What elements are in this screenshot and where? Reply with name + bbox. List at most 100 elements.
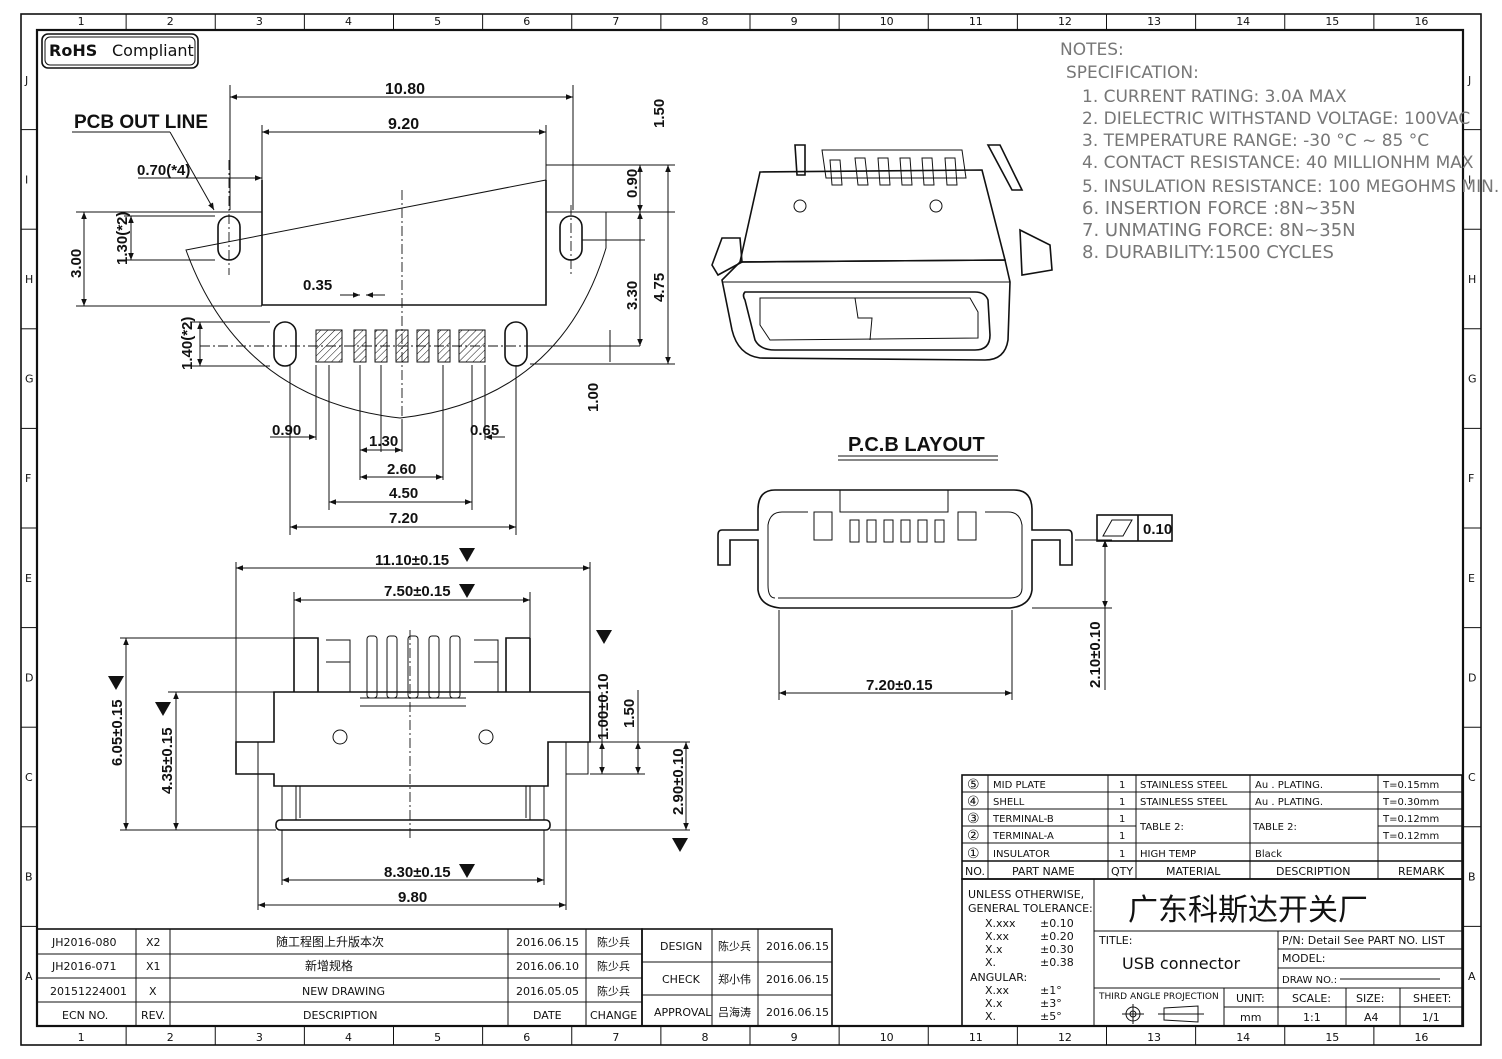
bom-material-table: TABLE 2:	[1139, 822, 1184, 833]
dim-label: 1.30	[369, 433, 398, 450]
bom-part: SHELL	[993, 797, 1025, 808]
bom-no: ③	[967, 811, 980, 827]
flatness-callout: 0.10	[1096, 514, 1173, 542]
rev-code: X1	[146, 960, 161, 973]
bom-header-no: NO.	[965, 865, 985, 878]
tolerance-key: X.	[985, 1010, 996, 1023]
bom-material: STAINLESS STEEL	[1140, 780, 1228, 791]
bom-header-qty: QTY	[1111, 865, 1133, 878]
unit-value: mm	[1240, 1011, 1261, 1024]
column-zone-ticks: 1122334455667788991010111112121313141415…	[78, 14, 1428, 1045]
column-zone-label: 4	[345, 1031, 352, 1044]
column-zone-label: 6	[523, 1031, 530, 1044]
approval-name: 吕海涛	[718, 1005, 751, 1019]
company-name: 广东科斯达开关厂	[1128, 893, 1368, 928]
column-zone-label: 16	[1414, 15, 1428, 28]
tolerance-value: ±3°	[1040, 997, 1062, 1010]
column-zone-label: 2	[167, 15, 174, 28]
dim-label: 1.40(*2)	[179, 317, 196, 370]
row-zone-label: J	[1467, 74, 1471, 87]
size-label: SIZE:	[1356, 992, 1384, 1005]
drawing-border: 1122334455667788991010111112121313141415…	[20, 13, 1482, 1046]
bom-part: INSULATOR	[993, 849, 1050, 860]
pcb-layout-view: P.C.B LAYOUT 7.20±0.15 2.10±0.10 0.10	[717, 434, 1173, 700]
front-view: 11.10±0.15 7.50±0.15 8.30±0.15 9.80 6.05…	[108, 548, 690, 910]
approval-name: 郑小伟	[718, 972, 751, 986]
tolerance-value: ±1°	[1040, 984, 1062, 997]
rev-code: X	[149, 985, 157, 998]
bom-material: HIGH TEMP	[1140, 849, 1196, 860]
rev-header-desc: DESCRIPTION	[303, 1009, 377, 1022]
column-zone-label: 11	[969, 1031, 983, 1044]
bom-table: ⑤ MID PLATE 1 STAINLESS STEEL Au . PLATI…	[961, 774, 1463, 880]
note-item: 2. DIELECTRIC WITHSTAND VOLTAGE: 100VAC	[1082, 109, 1470, 129]
rev-ecn: JH2016-071	[51, 960, 116, 973]
approval-table: DESIGN 陈少兵 2016.06.15 CHECK 郑小伟 2016.06.…	[641, 928, 833, 1027]
title-block: 广东科斯达开关厂 TITLE: USB connector P/N: Detai…	[961, 878, 1463, 1027]
title-label: TITLE:	[1098, 934, 1132, 947]
third-angle-projection-icon	[1122, 1004, 1204, 1024]
dim-label: 2.90±0.10	[670, 748, 687, 815]
approval-role: APPROVAL	[654, 1006, 712, 1019]
note-item: 5. INSULATION RESISTANCE: 100 MEGOHMS MI…	[1082, 177, 1499, 197]
projection-label: THIRD ANGLE PROJECTION	[1098, 992, 1219, 1002]
note-item: 1. CURRENT RATING: 3.0A MAX	[1082, 87, 1347, 107]
bom-desc: Au . PLATING.	[1255, 797, 1323, 808]
dim-label: 4.75	[651, 273, 668, 302]
tolerance-value: ±0.20	[1040, 930, 1074, 943]
column-zone-label: 4	[345, 15, 352, 28]
rev-desc: NEW DRAWING	[302, 985, 385, 998]
bom-remark: T=0.12mm	[1382, 814, 1439, 825]
note-item: 7. UNMATING FORCE: 8N~35N	[1082, 220, 1356, 241]
row-zone-label: H	[1468, 273, 1476, 286]
dim-label: 0.70(*4)	[137, 162, 190, 179]
tolerance-value: ±0.10	[1040, 917, 1074, 930]
row-zone-label: D	[1468, 671, 1476, 684]
bom-remark: T=0.15mm	[1382, 780, 1439, 791]
approval-role: CHECK	[662, 973, 701, 986]
rohs-text: Compliant	[112, 41, 194, 60]
approval-date: 2016.06.15	[766, 1006, 829, 1019]
note-item: 6. INSERTION FORCE :8N~35N	[1082, 198, 1356, 219]
row-zone-label: I	[1468, 173, 1471, 186]
row-zone-label: F	[1468, 472, 1474, 485]
rev-change: 陈少兵	[597, 935, 630, 949]
column-zone-label: 8	[701, 15, 708, 28]
row-zone-label: A	[1468, 970, 1476, 983]
rev-header-date: DATE	[533, 1009, 562, 1022]
bom-remark: T=0.12mm	[1382, 831, 1439, 842]
column-zone-label: 7	[612, 1031, 619, 1044]
pcb-outline-label: PCB OUT LINE	[74, 112, 208, 133]
tolerance-value: ±5°	[1040, 1010, 1062, 1023]
row-zone-label: I	[25, 173, 28, 186]
column-zone-label: 14	[1236, 15, 1250, 28]
row-zone-label: J	[24, 74, 28, 87]
row-zone-label: H	[25, 273, 33, 286]
dim-label: 7.50±0.15	[384, 583, 451, 600]
column-zone-label: 1	[78, 1031, 85, 1044]
bom-desc-table: TABLE 2:	[1252, 822, 1297, 833]
rohs-badge: RoHS Compliant	[41, 33, 199, 69]
bom-material: STAINLESS STEEL	[1140, 797, 1228, 808]
bom-no: ④	[967, 794, 980, 810]
note-item: 4. CONTACT RESISTANCE: 40 MILLIONHM MAX	[1082, 153, 1474, 173]
bom-header-part: PART NAME	[1012, 865, 1075, 878]
bom-part: TERMINAL-A	[992, 831, 1054, 842]
dim-label: 2.10±0.10	[1087, 621, 1104, 688]
dim-label: 7.20	[389, 510, 418, 527]
column-zone-label: 2	[167, 1031, 174, 1044]
notes-spec: SPECIFICATION:	[1066, 63, 1199, 83]
title-value: USB connector	[1122, 954, 1241, 973]
mount-slot	[504, 321, 528, 367]
row-zone-label: C	[25, 771, 33, 784]
rev-ecn: 20151224001	[50, 985, 127, 998]
rev-code: X2	[146, 936, 161, 949]
bom-part: MID PLATE	[993, 780, 1046, 791]
bom-remark: T=0.30mm	[1382, 797, 1439, 808]
sheet-label: SHEET:	[1413, 992, 1451, 1005]
model-label: MODEL:	[1282, 952, 1325, 965]
row-zone-label: F	[25, 472, 31, 485]
column-zone-label: 15	[1325, 15, 1339, 28]
column-zone-label: 9	[791, 15, 798, 28]
